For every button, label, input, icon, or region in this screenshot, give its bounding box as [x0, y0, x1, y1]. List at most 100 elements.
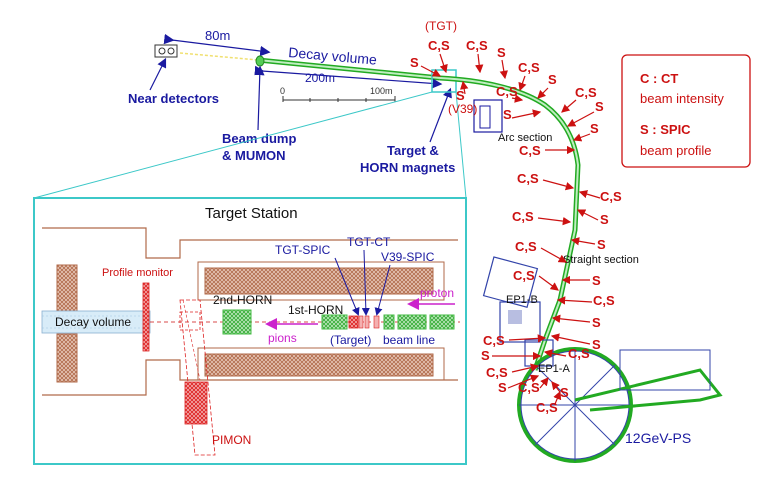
- scale-0: 0: [280, 86, 285, 96]
- primary-beamline: [439, 75, 581, 371]
- svg-text:C,S: C,S: [536, 400, 558, 415]
- svg-text:S: S: [592, 273, 601, 288]
- svg-text:C,S: C,S: [519, 143, 541, 158]
- ep1-b-label: EP1-B: [506, 294, 538, 306]
- monitor-label-7: S: [537, 72, 557, 99]
- svg-text:C,S: C,S: [568, 346, 590, 361]
- monitor-label-20: S: [561, 273, 601, 288]
- svg-text:S: S: [592, 337, 601, 352]
- scale-100m: 100m: [370, 86, 393, 96]
- legend-s-key: S : SPIC: [640, 122, 691, 137]
- svg-text:S: S: [498, 380, 507, 395]
- monitor-label-1: C,S: [428, 38, 450, 74]
- second-horn: [222, 309, 252, 335]
- beamline-magnet-3: [429, 314, 455, 330]
- legend-box: [621, 54, 751, 168]
- monitor-label-12: S: [572, 121, 599, 142]
- monitor-label-15: C,S: [578, 189, 622, 204]
- svg-text:C,S: C,S: [513, 268, 535, 283]
- beam-line-label: beam line: [383, 333, 435, 347]
- monitor-label-18: S: [570, 237, 606, 252]
- beamline-magnet-1: [383, 314, 395, 330]
- svg-text:C,S: C,S: [483, 333, 505, 348]
- ep1-a-label: EP1-A: [538, 363, 570, 375]
- beam-dump-pointer: [254, 65, 265, 131]
- svg-text:S: S: [560, 385, 569, 400]
- arrow-80m: [163, 33, 271, 57]
- svg-text:S: S: [548, 72, 557, 87]
- monitor-label-17: C,S: [512, 209, 572, 226]
- monitor-label-5: S: [456, 80, 469, 103]
- monitor-label-21: C,S: [513, 268, 559, 291]
- shield-bar-lower-frame: [197, 347, 445, 381]
- monitor-label-4: S: [410, 55, 442, 77]
- tgt-spic-device: [358, 315, 364, 329]
- v39-spic-pointer: [374, 264, 391, 316]
- tgt-label: (TGT): [425, 19, 457, 33]
- first-horn-label: 1st-HORN: [288, 303, 343, 317]
- decay-volume-label: Decay volume: [288, 44, 378, 68]
- target-building: [473, 99, 503, 133]
- pimon: [179, 299, 216, 456]
- tgt-ct-label: TGT-CT: [347, 235, 391, 249]
- v39-spic-device: [373, 315, 380, 329]
- svg-text:S: S: [503, 107, 512, 122]
- tgt-ct-device: [364, 315, 370, 329]
- monitor-label-9: C,S: [561, 85, 597, 113]
- svg-text:C,S: C,S: [496, 84, 518, 99]
- svg-text:C,S: C,S: [517, 171, 539, 186]
- svg-text:S: S: [456, 88, 465, 103]
- label-80m: 80m: [205, 28, 230, 43]
- svg-text:C,S: C,S: [593, 293, 615, 308]
- svg-text:S: S: [592, 315, 601, 330]
- profile-monitor-label: Profile monitor: [102, 267, 173, 279]
- proton-label: proton: [420, 286, 454, 300]
- svg-text:C,S: C,S: [486, 365, 508, 380]
- svg-text:C,S: C,S: [600, 189, 622, 204]
- svg-text:C,S: C,S: [512, 209, 534, 224]
- target-building-inner: [479, 105, 491, 129]
- shield-bar-upper: [204, 267, 434, 295]
- first-horn: [321, 314, 348, 330]
- svg-text:S: S: [597, 237, 606, 252]
- v39-label: (V39): [448, 102, 477, 116]
- svg-text:C,S: C,S: [518, 380, 540, 395]
- second-horn-label: 2nd-HORN: [213, 293, 272, 307]
- monitor-label-24: S: [550, 333, 601, 352]
- near-detectors-pointer: [149, 57, 167, 91]
- ps-label: 12GeV-PS: [625, 430, 691, 446]
- monitor-label-14: C,S: [517, 171, 575, 191]
- svg-text:S: S: [590, 121, 599, 136]
- monitor-label-3: S: [497, 45, 508, 80]
- target: [348, 315, 359, 329]
- scale-bar: [282, 96, 396, 102]
- legend-c-key: C : CT: [640, 71, 678, 86]
- target-horn-pointer: [429, 87, 452, 143]
- legend-s-desc: beam profile: [640, 143, 712, 158]
- monitor-label-16: S: [576, 209, 609, 227]
- svg-text:C,S: C,S: [575, 85, 597, 100]
- svg-text:S: S: [595, 99, 604, 114]
- monitor-label-23: S: [551, 314, 601, 330]
- beam-dump-label-2: & MUMON: [222, 148, 286, 163]
- legend-c-desc: beam intensity: [640, 91, 724, 106]
- monitor-label-26: C,S: [543, 346, 590, 361]
- beamline-magnet-2: [397, 314, 427, 330]
- monitor-label-28: C,S: [486, 363, 540, 380]
- monitor-label-29: S: [498, 374, 540, 395]
- monitor-label-25: C,S: [483, 333, 547, 348]
- tgt-spic-pointer: [334, 257, 360, 316]
- straight-section-label: Straight section: [563, 254, 639, 266]
- monitor-label-31: S: [551, 381, 569, 400]
- monitor-label-2: C,S: [466, 38, 488, 74]
- zoom-line-left: [33, 91, 433, 199]
- decay-shield-upper: [56, 264, 78, 312]
- v39-spic-label: V39-SPIC: [381, 250, 435, 264]
- zoom-line-right: [455, 91, 467, 199]
- near-detectors-icon: [154, 44, 178, 58]
- monitor-label-32: C,S: [536, 390, 562, 415]
- svg-text:C,S: C,S: [466, 38, 488, 53]
- monitor-label-27: S: [481, 348, 542, 363]
- target-station-title: Target Station: [205, 205, 298, 222]
